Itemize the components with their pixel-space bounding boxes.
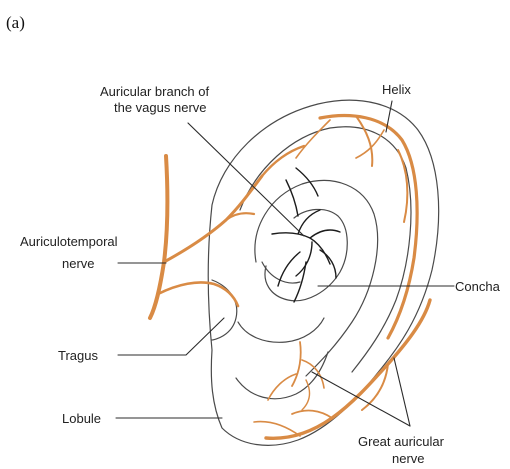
lobule-nerve-branch xyxy=(302,360,324,388)
label-auriculotemporal-line1: Auriculotemporal xyxy=(20,234,118,249)
label-concha: Concha xyxy=(455,279,501,294)
auriculotemporal-nerve xyxy=(150,146,304,318)
label-auriculotemporal-line2: nerve xyxy=(62,256,95,271)
vagus-twig xyxy=(320,250,336,278)
lobule-inner-curve xyxy=(236,352,328,399)
lobule-nerve-branch xyxy=(292,342,301,386)
auriculotemporal-branch xyxy=(158,282,238,306)
vagus-twig xyxy=(286,180,298,216)
labels: Auricular branch of the vagus nerve Heli… xyxy=(20,82,501,466)
lobule-nerve-branch xyxy=(302,380,309,410)
vagus-main xyxy=(272,233,330,264)
helix-crus xyxy=(262,262,300,283)
great-auricular-twig xyxy=(292,411,332,418)
leader-auricular-branch xyxy=(188,123,304,236)
label-lobule: Lobule xyxy=(62,411,101,426)
great-auricular-trunk xyxy=(266,300,430,438)
great-auricular-twig xyxy=(254,422,300,436)
helix-nerve-twig xyxy=(398,150,407,222)
leader-tragus xyxy=(118,318,224,355)
antitragus-outline xyxy=(238,318,324,342)
auriculotemporal-branch xyxy=(164,176,262,262)
panel-label: (a) xyxy=(6,13,25,32)
label-tragus: Tragus xyxy=(58,348,98,363)
ear-illustration xyxy=(208,100,438,445)
label-auricular-branch-line1: Auricular branch of xyxy=(100,84,209,99)
helix-nerve-twig xyxy=(356,116,372,166)
label-great-auricular-line1: Great auricular xyxy=(358,434,445,449)
helix-inner-rim xyxy=(240,127,411,372)
vagus-auricular-branch xyxy=(272,168,340,302)
concha-outline xyxy=(265,209,347,300)
label-auricular-branch-line2: the vagus nerve xyxy=(114,100,207,115)
vagus-twig xyxy=(310,230,340,238)
label-helix: Helix xyxy=(382,82,411,97)
label-great-auricular-line2: nerve xyxy=(392,451,425,466)
leader-great-auricular-1 xyxy=(394,358,410,426)
leader-great-auricular-2 xyxy=(312,372,410,426)
